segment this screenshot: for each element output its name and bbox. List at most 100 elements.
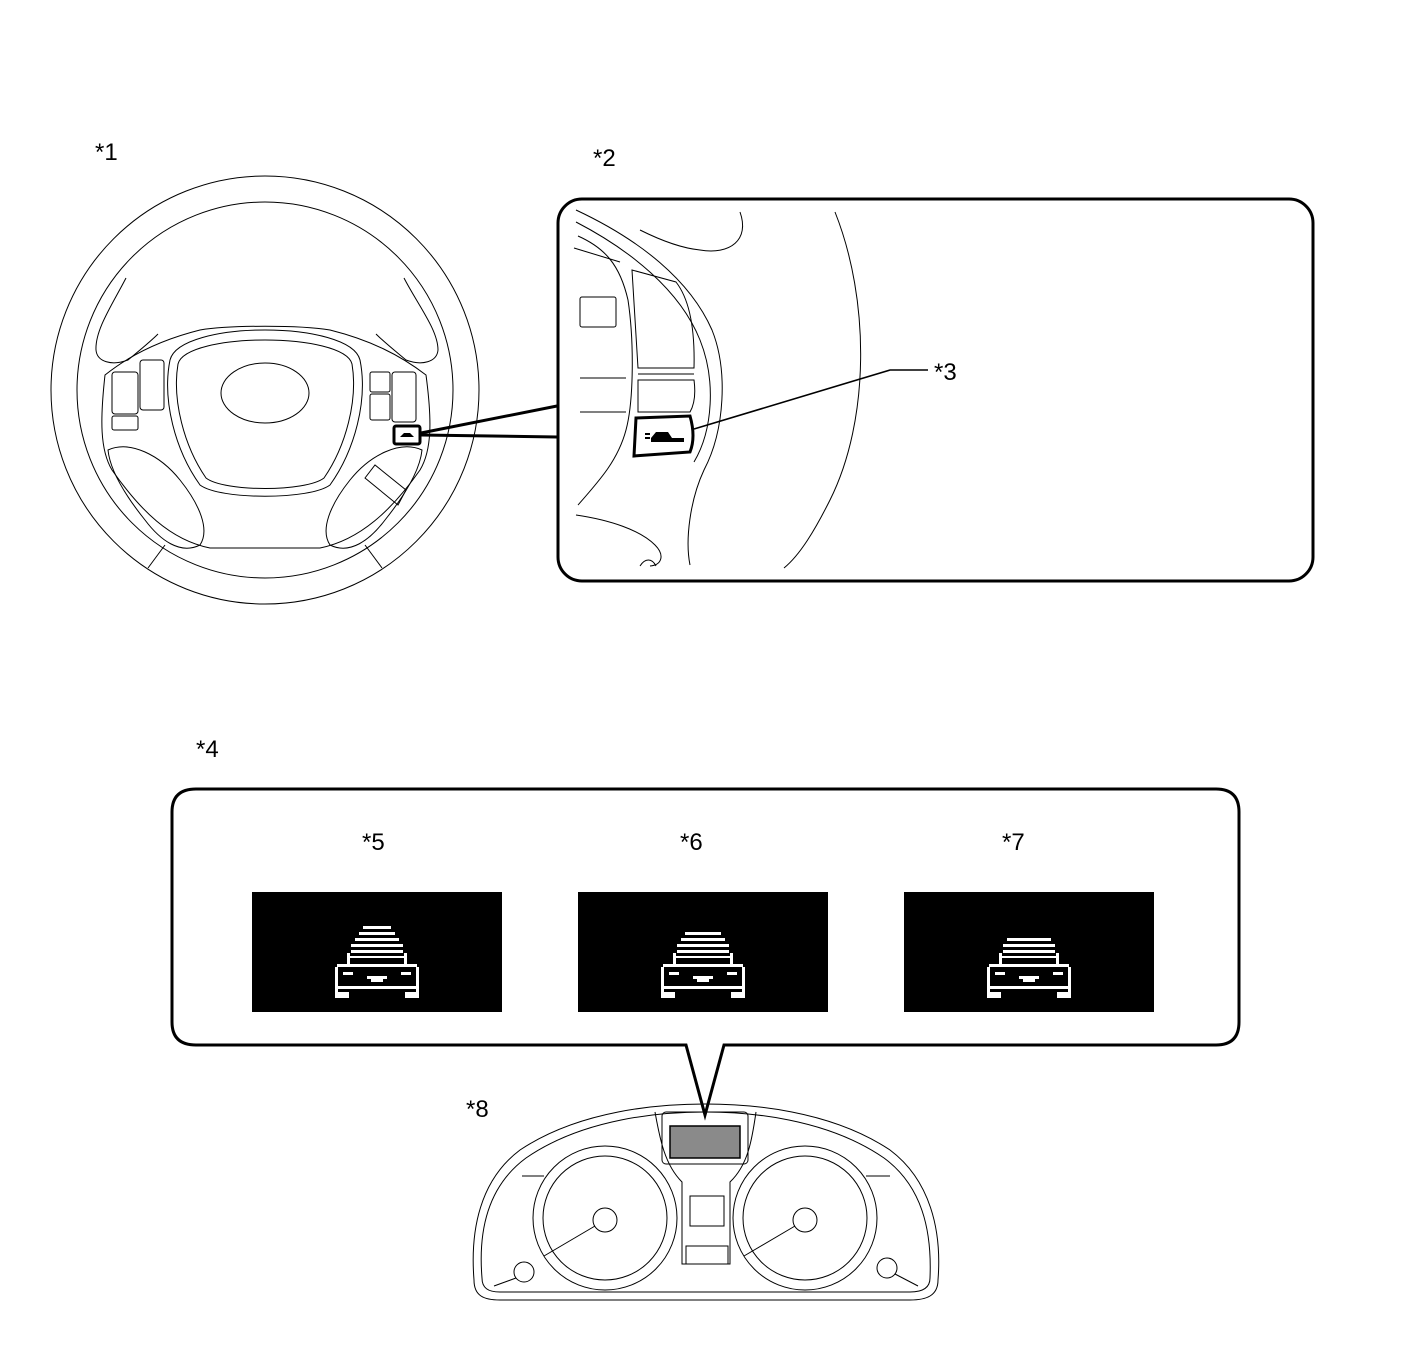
distance-bar [363,926,391,929]
wheel-seam-left [147,544,166,569]
car-side-left [661,967,664,995]
car-beltline [989,964,1069,967]
small-gauge-right [876,1257,898,1279]
car-headlight-left [995,972,1005,975]
car-side-right [416,967,419,995]
car-plate [1023,979,1035,982]
distance-bar [359,932,395,935]
car-grille [367,976,387,979]
meter-housing-outer [472,1103,940,1301]
label-combination-meter: *8 [466,1096,489,1123]
wheel-seam-right [364,544,383,569]
car-grille [1019,976,1039,979]
switch-detail: *2 *3 [556,145,1315,583]
car-bumper [335,986,419,989]
car-with-distance-bars-icon [661,932,745,998]
car-wheel-right [731,992,745,998]
car-with-distance-bars-icon [335,926,419,998]
label-display-long: *5 [362,829,385,856]
small-gauge-left-needle [493,1277,517,1287]
detail-top-curve [639,211,744,252]
left-switch-3 [111,415,139,431]
car-pillar-left [673,953,676,965]
car-side-left [335,967,338,995]
right-gauge-outer [732,1145,878,1291]
car-headlight-left [669,972,679,975]
car-plate [371,979,383,982]
left-gauge-inner [542,1155,668,1281]
car-headlight-right [1053,972,1063,975]
detail-switch-upper [631,269,695,369]
wheel-rim-inner [76,201,454,579]
car-windshield [673,956,733,958]
left-switch-1 [111,371,139,415]
display-panel-short [904,892,1154,1012]
label-switch-detail: *2 [593,145,616,172]
detail-lower-curve [575,514,662,567]
car-wheel-left [661,992,675,998]
car-windshield [347,956,407,958]
car-pillar-right [730,953,733,965]
right-gauge-inner [742,1155,868,1281]
car-pillar-right [404,953,407,965]
detail-spoke-inner [575,221,711,463]
shift-lever [364,464,407,506]
car-roof [1003,950,1055,953]
car-headlight-left [343,972,353,975]
wheel-lower-grip-left [107,446,205,549]
detail-rim-line [783,211,862,569]
right-switch-1 [369,371,391,393]
car-side-right [1068,967,1071,995]
distance-bar [351,944,403,947]
display-group: *4 *5 *6 *7 [170,736,1241,1121]
right-switch-2 [391,371,417,423]
zoom-leader-bottom [420,433,558,439]
distance-bar [1007,938,1051,941]
display-panel-long [252,892,502,1012]
car-side-right [742,967,745,995]
airbag-pad-outer [167,329,363,497]
airbag-pad-inner [175,339,355,489]
distance-switch-small [392,424,422,446]
detail-lower-tip [639,559,657,567]
car-bumper [661,986,745,989]
meter-housing-inner [480,1111,931,1293]
detail-spoke-outline [575,209,723,566]
car-pillar-left [999,953,1002,965]
distance-bar [1003,944,1055,947]
detail-frame [556,197,1315,583]
wheel-lower-grip-right [325,446,423,549]
distance-bar [677,944,729,947]
car-pillar-left [347,953,350,965]
car-side-left [987,967,990,995]
car-headlight-right [401,972,411,975]
label-steering-wheel: *1 [95,139,118,166]
center-indicator-box [689,1195,725,1227]
center-lower-box [685,1245,729,1265]
steering-wheel: *1 [50,139,558,605]
distance-switch-small-icon [400,433,414,437]
multi-info-display [669,1125,741,1159]
car-wheel-right [1057,992,1071,998]
car-roof [351,950,403,953]
car-with-distance-bars-icon [987,938,1071,998]
label-display-middle: *6 [680,829,703,856]
car-wheel-left [987,992,1001,998]
distance-switch [632,414,695,458]
display-callout-frame [170,787,1241,1121]
car-pillar-right [1056,953,1059,965]
car-windshield [999,956,1059,958]
label-display-short: *7 [1002,829,1025,856]
label-distance-switch: *3 [934,359,957,386]
right-gauge-hub [792,1207,818,1233]
detail-switch-lower [637,379,696,413]
display-panel-middle [578,892,828,1012]
car-beltline [663,964,743,967]
car-plate [697,979,709,982]
small-gauge-right-needle [894,1273,919,1287]
distance-bar [355,938,399,941]
car-wheel-left [335,992,349,998]
small-gauge-left [513,1261,535,1283]
car-grille [693,976,713,979]
wheel-rim-outer [50,175,480,605]
